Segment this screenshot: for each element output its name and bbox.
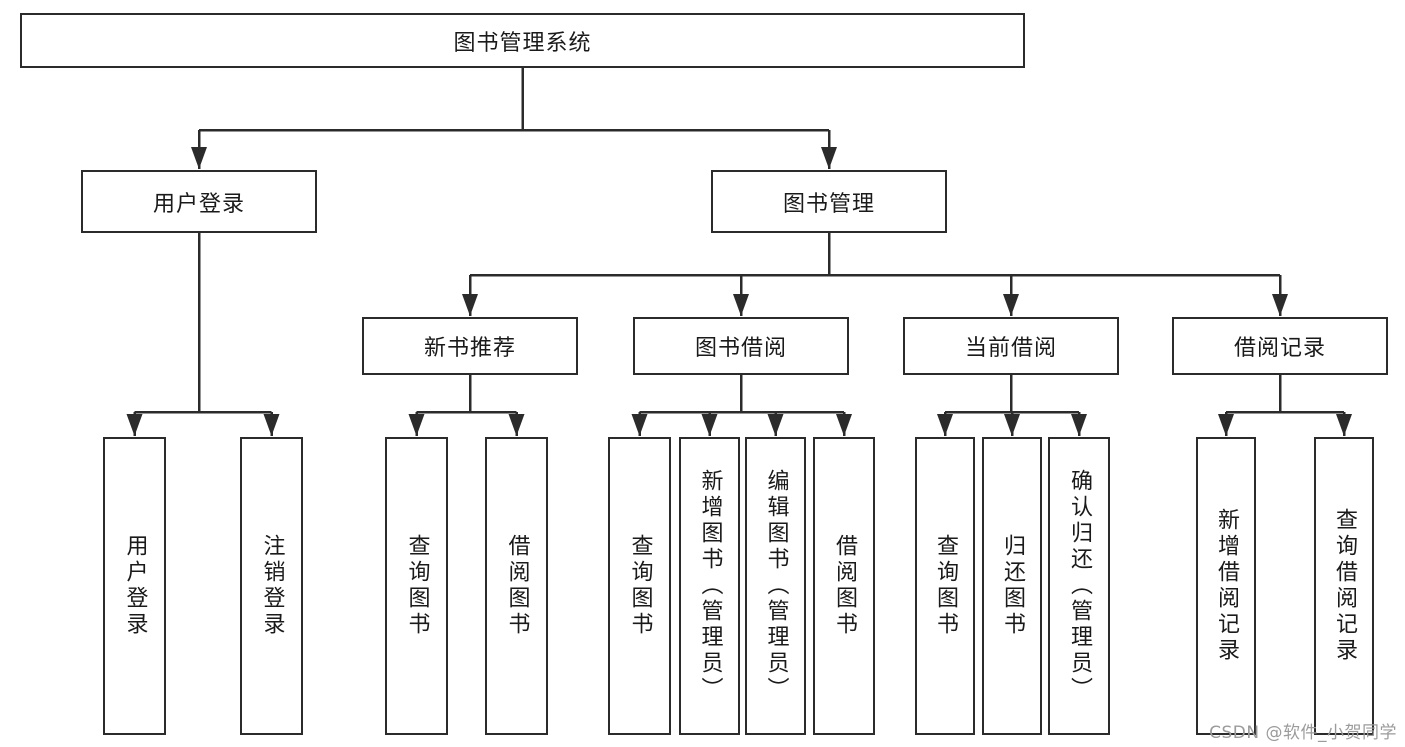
node-l-return[interactable]: 归还图书 (982, 437, 1042, 735)
node-label: 确认归还（管理员） (1067, 469, 1092, 703)
node-bookmgmt[interactable]: 图书管理 (711, 170, 947, 233)
node-l-q1[interactable]: 查询图书 (385, 437, 448, 735)
node-label: 归还图书 (1000, 534, 1025, 638)
node-label: 新增图书（管理员） (697, 469, 723, 703)
node-l-add[interactable]: 新增图书（管理员） (679, 437, 740, 735)
node-label: 当前借阅 (964, 336, 1057, 361)
node-label: 用户登录 (152, 191, 245, 217)
node-borrow[interactable]: 图书借阅 (633, 317, 849, 375)
node-label: 查询图书 (627, 534, 653, 638)
node-l-edit[interactable]: 编辑图书（管理员） (745, 437, 806, 735)
node-label: 新书推荐 (423, 336, 516, 361)
node-records[interactable]: 借阅记录 (1172, 317, 1388, 375)
node-l-q3[interactable]: 查询图书 (915, 437, 975, 735)
node-l-addrec[interactable]: 新增借阅记录 (1196, 437, 1256, 735)
node-label: 用户登录 (122, 534, 148, 638)
node-label: 编辑图书（管理员） (763, 469, 789, 703)
node-l-b1[interactable]: 借阅图书 (485, 437, 548, 735)
node-current[interactable]: 当前借阅 (903, 317, 1119, 375)
node-label: 查询图书 (404, 534, 430, 638)
node-label: 查询图书 (933, 534, 958, 638)
node-label: 借阅记录 (1233, 336, 1326, 361)
node-label: 图书管理 (782, 191, 875, 217)
node-root[interactable]: 图书管理系统 (20, 13, 1025, 68)
node-newbook[interactable]: 新书推荐 (362, 317, 578, 375)
node-l-confirm[interactable]: 确认归还（管理员） (1048, 437, 1110, 735)
node-l-qrec[interactable]: 查询借阅记录 (1314, 437, 1374, 735)
node-l-logout[interactable]: 注销登录 (240, 437, 303, 735)
node-label: 注销登录 (259, 534, 285, 638)
node-label: 图书管理系统 (453, 30, 592, 56)
node-label: 查询借阅记录 (1332, 508, 1357, 664)
node-label: 图书借阅 (694, 336, 787, 361)
node-l-userlogin[interactable]: 用户登录 (103, 437, 166, 735)
node-l-b2[interactable]: 借阅图书 (813, 437, 875, 735)
node-login[interactable]: 用户登录 (81, 170, 317, 233)
node-label: 借阅图书 (504, 534, 530, 638)
node-label: 借阅图书 (832, 534, 857, 638)
node-l-q2[interactable]: 查询图书 (608, 437, 671, 735)
node-label: 新增借阅记录 (1214, 508, 1239, 664)
